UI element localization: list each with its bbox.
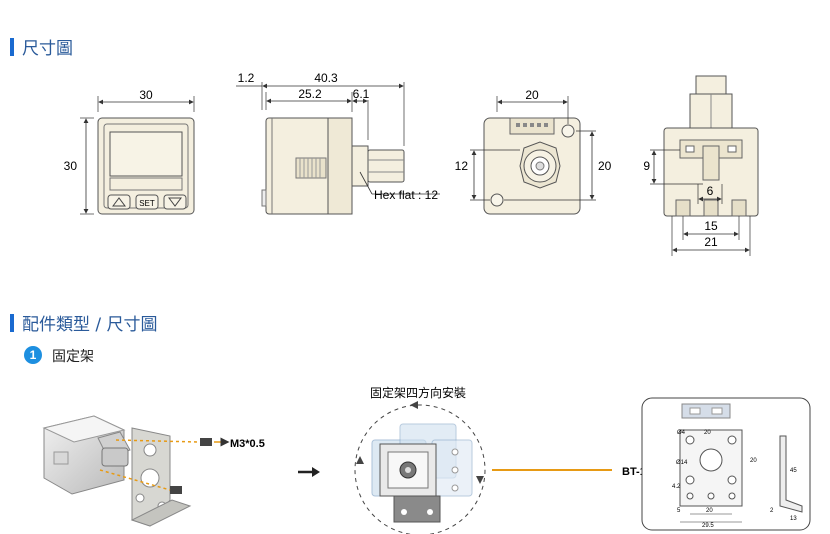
screw-icon	[200, 438, 212, 446]
dim-20-top: 20	[704, 430, 711, 436]
dim-2: 2	[770, 508, 774, 514]
front-width-dim: 30	[139, 88, 153, 102]
top-pin-dim: 6	[707, 184, 714, 198]
top-view: 9 6 15 21	[643, 75, 759, 256]
down-button-icon	[163, 194, 187, 210]
set-label: SET	[139, 199, 155, 208]
four-direction-mount-illustration: 固定架四方向安裝	[354, 385, 486, 534]
bracket-assembly-illustration: M3*0.5	[42, 415, 265, 527]
set-button	[135, 194, 159, 210]
dim-hole-small: Ø4	[677, 430, 686, 436]
dim-5: 5	[677, 508, 681, 514]
top-width-dim: 21	[704, 235, 718, 249]
dim-29-5: 29.5	[702, 523, 714, 529]
dimensions-title-text: 尺寸圖	[22, 39, 73, 59]
back-offset-dim: 12	[455, 159, 469, 173]
top-depth-dim: 9	[643, 159, 650, 173]
title-accent-bar	[10, 313, 14, 332]
bracket-subtitle: 固定架	[52, 349, 94, 365]
back-view: 20 12 20	[455, 88, 612, 215]
dim-20-side: 20	[750, 458, 757, 464]
title-accent-bar	[10, 37, 14, 56]
lcd-display	[109, 131, 183, 177]
screw-icon	[170, 486, 182, 494]
hex-flat-label: Hex flat : 12	[374, 188, 438, 202]
up-button-icon	[107, 194, 131, 210]
dimensions-section-title: 尺寸圖	[10, 34, 73, 59]
dim-20-bottom: 20	[706, 508, 713, 514]
accessory-title-text: 配件類型 / 尺寸圖	[22, 315, 158, 335]
top-outer-pins-dim: 15	[704, 219, 718, 233]
side-length-dim: 40.3	[314, 71, 338, 85]
dim-13: 13	[790, 516, 797, 522]
accessory-section-title: 配件類型 / 尺寸圖	[10, 310, 158, 335]
rotation-caption: 固定架四方向安裝	[370, 385, 466, 400]
bracket-drawing-panel: 20 Ø4 Ø14 20 4.2 5 20 29.5 45 2 13	[641, 397, 811, 531]
dim-4-2: 4.2	[672, 484, 681, 490]
front-height-dim: 30	[64, 159, 78, 173]
dim-hole-large: Ø14	[676, 460, 688, 466]
screw-size-label: M3*0.5	[230, 438, 265, 450]
bracket-number-badge: 1	[24, 346, 42, 364]
side-front-thickness-dim: 1.2	[238, 71, 255, 85]
port-fitting	[367, 149, 405, 183]
side-body-dim: 25.2	[298, 87, 322, 101]
right-arrow-icon	[298, 467, 320, 477]
side-collar-dim: 6.1	[353, 87, 370, 101]
front-view: SET 30 30	[64, 88, 195, 215]
back-height-dim: 20	[598, 159, 612, 173]
side-view: 40.3 1.2 25.2 6.1 Hex flat : 12	[236, 71, 440, 215]
back-width-dim: 20	[525, 88, 539, 102]
dim-45: 45	[790, 468, 797, 474]
